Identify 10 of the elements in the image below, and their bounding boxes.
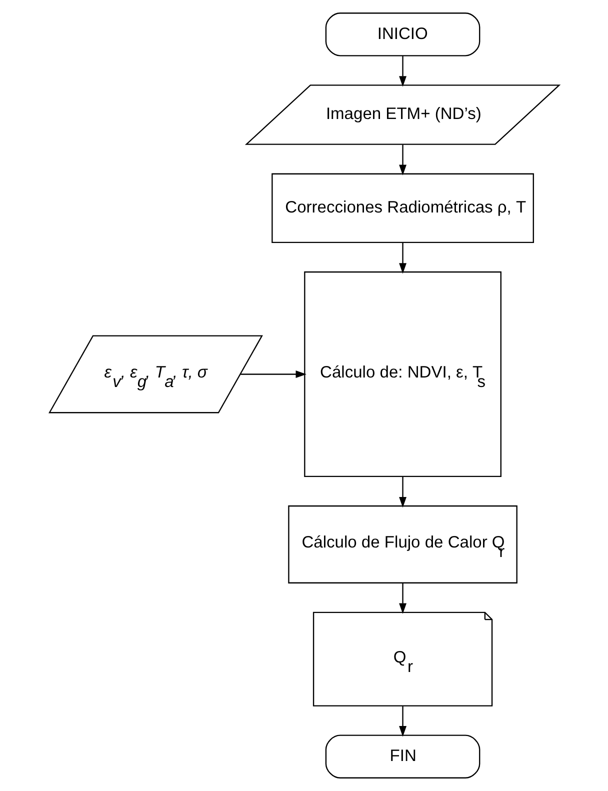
arrow	[398, 476, 406, 508]
arrow	[398, 583, 406, 614]
arrow	[398, 56, 406, 87]
node-box: Correcciones Radiométricas ρ, T	[271, 173, 534, 244]
arrow	[240, 370, 306, 378]
node-box: INICIO	[324, 12, 480, 56]
node-box: FIN	[324, 734, 480, 778]
arrow	[398, 242, 406, 274]
arrow	[398, 706, 406, 737]
arrow	[398, 144, 406, 176]
